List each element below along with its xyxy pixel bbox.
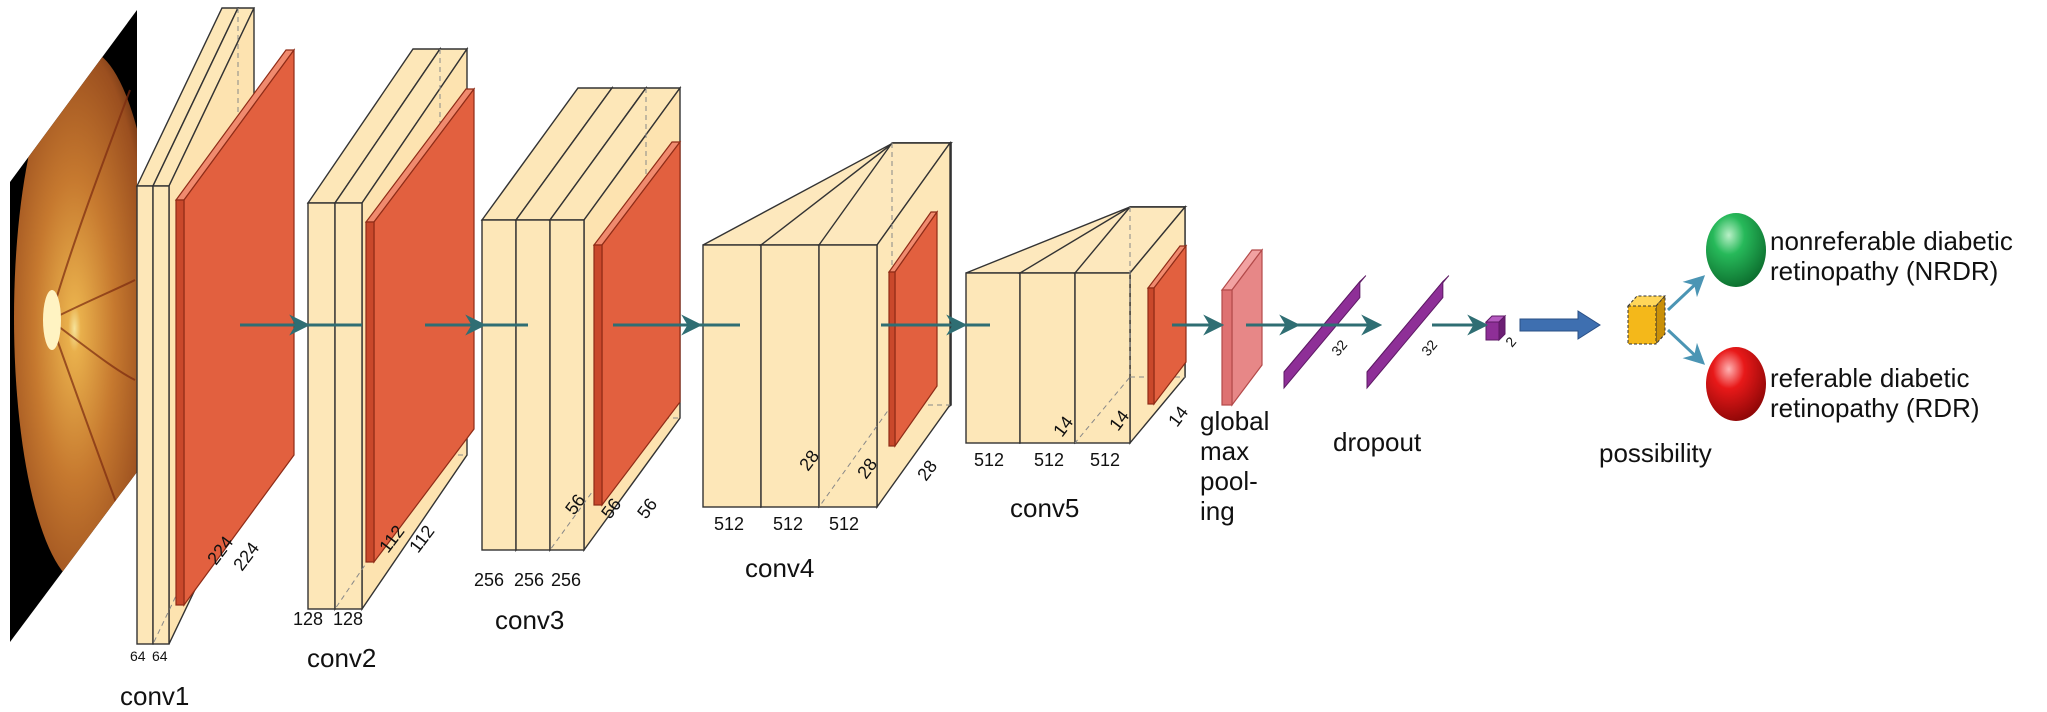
rdr-label-line-1: referable diabetic xyxy=(1770,363,1969,393)
conv5-feature-map-front xyxy=(1147,287,1155,405)
conv4-depth-label: 512 xyxy=(773,514,803,534)
conv4-layer-1-front xyxy=(702,244,762,508)
conv2-depth-label: 128 xyxy=(293,609,323,629)
conv2-depth-label: 128 xyxy=(333,609,363,629)
dropout-1-dim-label: 32 xyxy=(1328,337,1350,359)
dropout-1-bar-face xyxy=(1283,280,1361,390)
blue-output-arrow xyxy=(1519,310,1601,340)
conv3-layer-3-front xyxy=(549,219,585,551)
gmp-slab-front xyxy=(1221,289,1233,406)
conv3-label: conv3 xyxy=(495,605,564,635)
gmp-slab xyxy=(1220,248,1264,407)
branch-arrow-rdr xyxy=(1666,328,1706,365)
conv5-layer-1-front xyxy=(965,272,1021,444)
conv3-size-label: 56 xyxy=(633,494,661,522)
nrdr-label-line-2: retinopathy (NRDR) xyxy=(1770,256,1998,286)
conv2-feature-map xyxy=(364,87,476,564)
conv5-depth-label: 512 xyxy=(1034,450,1064,470)
conv2-layer-2-front xyxy=(334,202,363,610)
gmp-label-line-3: pool- xyxy=(1200,466,1258,496)
possibility-cube xyxy=(1626,294,1667,346)
conv4-depth-label: 512 xyxy=(829,514,859,534)
dropout-1-bar xyxy=(1283,275,1367,390)
possibility-label: possibility xyxy=(1599,438,1712,468)
conv3-depth-label: 256 xyxy=(474,570,504,590)
conv2-layer-1-front xyxy=(307,202,336,610)
conv5-depth-label: 512 xyxy=(1090,450,1120,470)
gmp-label-line-2: max xyxy=(1200,436,1249,466)
conv4-feature-map xyxy=(887,210,939,448)
conv3-layer-1-front xyxy=(481,219,517,551)
rdr-output-sphere xyxy=(1706,347,1766,421)
conv5-feature-map xyxy=(1146,244,1188,406)
conv2-label: conv2 xyxy=(307,643,376,673)
gmp-label-line-4: ing xyxy=(1200,496,1235,526)
nrdr-output-sphere xyxy=(1706,213,1766,287)
final-dim-label: 2 xyxy=(1502,334,1519,350)
input-fundus-image xyxy=(10,10,137,642)
conv4-feature-map-front xyxy=(888,271,896,447)
conv1-layer-1-front xyxy=(136,185,154,645)
conv1-depth-label: 64 xyxy=(130,648,146,664)
conv4-size-label: 28 xyxy=(913,456,941,484)
gmp-label-line-1: global xyxy=(1200,406,1269,436)
blue-output-arrow-body xyxy=(1519,310,1601,340)
conv3-depth-label: 256 xyxy=(514,570,544,590)
dropout-label: dropout xyxy=(1333,427,1422,457)
branch-arrow-nrdr xyxy=(1666,275,1706,312)
nrdr-label-line-1: nonreferable diabetic xyxy=(1770,226,2013,256)
conv2-feature-map-front xyxy=(365,221,375,563)
conv4-label: conv4 xyxy=(745,553,814,583)
layer-blocks xyxy=(135,7,1507,645)
conv5-size-label: 14 xyxy=(1164,402,1192,430)
conv1-label: conv1 xyxy=(120,681,189,711)
conv5-layer-3-front xyxy=(1074,272,1131,444)
conv5-depth-label: 512 xyxy=(974,450,1004,470)
conv4-depth-label: 512 xyxy=(714,514,744,534)
conv1-layer-2-front xyxy=(152,185,170,645)
final-output-cube xyxy=(1484,314,1507,342)
flow-arrows xyxy=(240,275,1706,365)
conv3-depth-label: 256 xyxy=(551,570,581,590)
conv5-layer-2-front xyxy=(1019,272,1076,444)
conv1-depth-label: 64 xyxy=(152,648,168,664)
conv1-feature-map-front xyxy=(175,199,185,606)
dropout-2-bar-face xyxy=(1366,280,1444,390)
conv5-label: conv5 xyxy=(1010,493,1079,523)
final-output-cube-front xyxy=(1485,321,1500,341)
conv3-feature-map-front xyxy=(593,244,603,506)
conv4-layer-2-front xyxy=(760,244,820,508)
conv3-layer-2-front xyxy=(515,219,551,551)
conv4-layer-3-front xyxy=(818,244,878,508)
rdr-label-line-2: retinopathy (RDR) xyxy=(1770,393,1980,423)
conv1-feature-map xyxy=(174,48,296,607)
dropout-2-bar xyxy=(1366,275,1450,390)
dropout-2-dim-label: 32 xyxy=(1418,337,1440,359)
